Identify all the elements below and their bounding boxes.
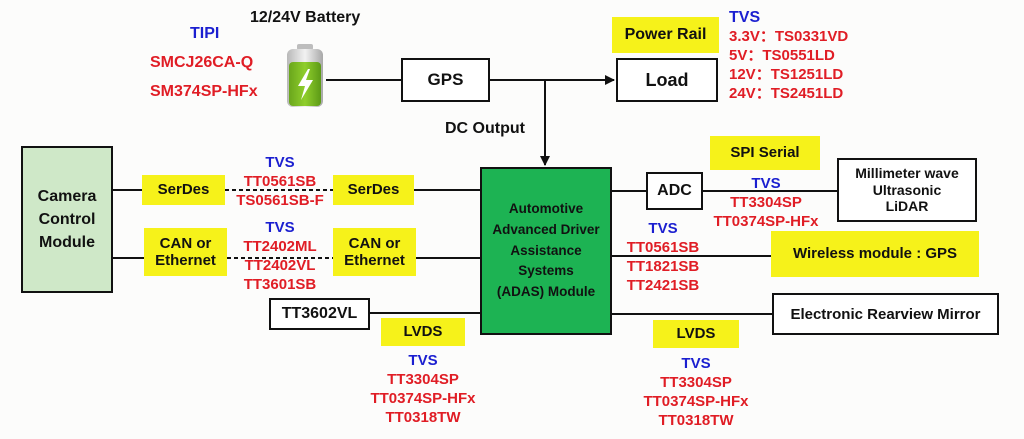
tag-line: CAN or <box>348 234 401 252</box>
tag-line: Ethernet <box>155 252 216 269</box>
tvs-title: TVS <box>265 154 295 171</box>
adc-box: ADC <box>646 172 703 210</box>
tvs-part: TT0561SB <box>626 239 700 256</box>
adas-line: Advanced Driver <box>492 221 600 237</box>
tvs-part: TT2402ML <box>243 238 317 255</box>
spi-serial-tag: SPI Serial <box>710 136 820 170</box>
power-rail-tag: Power Rail <box>612 17 719 53</box>
tipi-title: TIPI <box>190 25 220 42</box>
tvs-part: TT1821SB <box>626 258 700 275</box>
battery-part: SM374SP-HFx <box>150 83 258 100</box>
tvs-part: TT3304SP <box>387 371 459 388</box>
tt3602vl-box: TT3602VL <box>269 298 370 330</box>
sensor-line: Ultrasonic <box>872 181 942 198</box>
can-left-tag: CAN or Ethernet <box>144 228 227 276</box>
adas-line: Assistance Systems <box>510 242 582 279</box>
load-box: Load <box>616 58 718 102</box>
dc-output-label: DC Output <box>445 120 525 137</box>
tvs-part: 5V：TS0551LD <box>729 47 835 64</box>
tvs-part: 24V：TS2451LD <box>729 85 844 102</box>
can-tvs-list: TVS TT2402ML TT2402VL TT3601SB <box>226 218 334 294</box>
tvs-title: TVS <box>729 9 761 26</box>
mirror-tvs-list: TVS TT3304SP TT0374SP-HFx TT0318TW <box>632 354 760 430</box>
adas-line: Automotive <box>508 200 584 216</box>
tvs-part: TT0561SB <box>243 173 317 190</box>
tvs-title: TVS <box>681 355 711 372</box>
wireless-tvs-list: TVS TT0561SB TT1821SB TT2421SB <box>618 219 708 295</box>
serdes-left-tag: SerDes <box>142 175 225 205</box>
lvds-left-tvs-list: TVS TT3304SP TT0374SP-HFx TT0318TW <box>360 351 486 427</box>
tvs-part: 12V：TS1251LD <box>729 66 844 83</box>
adas-line: (ADAS) Module <box>496 284 596 300</box>
lvds-left-tag: LVDS <box>381 318 465 346</box>
tvs-title: TVS <box>648 220 678 237</box>
tag-line: Ethernet <box>344 252 405 269</box>
tag-line: CAN or <box>159 234 212 252</box>
power-rail-tvs-list: TVS 3.3V：TS0331VD 5V：TS0551LD 12V：TS1251… <box>729 8 848 103</box>
adas-module: Automotive Advanced Driver Assistance Sy… <box>480 167 612 335</box>
tvs-part: TT3304SP <box>730 194 802 211</box>
battery-part: SMCJ26CA-Q <box>150 54 254 71</box>
tvs-part: TS0561SB-F <box>236 192 324 209</box>
serdes-tvs-list: TVS TT0561SB TS0561SB-F <box>226 153 334 210</box>
serdes-right-tag: SerDes <box>333 175 414 205</box>
lvds-right-tag: LVDS <box>653 320 739 348</box>
tvs-part: TT0318TW <box>658 412 734 429</box>
tvs-part: TT0374SP-HFx <box>370 390 476 407</box>
sensor-line: Millimeter wave <box>855 164 959 181</box>
tvs-part: TT2402VL <box>244 257 316 274</box>
rearview-mirror-box: Electronic Rearview Mirror <box>772 293 999 335</box>
adc-tvs-list: TVS TT3304SP TT0374SP-HFx <box>702 174 830 231</box>
tvs-part: 3.3V：TS0331VD <box>729 28 849 45</box>
tvs-title: TVS <box>408 352 438 369</box>
gps-box: GPS <box>401 58 490 102</box>
camera-line: Module <box>39 234 95 252</box>
tvs-part: TT0318TW <box>385 409 461 426</box>
tvs-title: TVS <box>751 175 781 192</box>
sensor-line: LiDAR <box>885 198 929 215</box>
battery-charging-icon <box>283 42 327 110</box>
camera-control-module: Camera Control Module <box>21 146 113 293</box>
tvs-part: TT3601SB <box>243 276 317 293</box>
tvs-part: TT3304SP <box>660 374 732 391</box>
tvs-title: TVS <box>265 219 295 236</box>
wireless-gps-tag: Wireless module : GPS <box>771 231 979 277</box>
tvs-part: TT0374SP-HFx <box>643 393 749 410</box>
can-right-tag: CAN or Ethernet <box>333 228 416 276</box>
tvs-part: TT0374SP-HFx <box>713 213 819 230</box>
battery-label: 12/24V Battery <box>250 9 361 26</box>
camera-line: Camera <box>37 187 97 205</box>
tvs-part: TT2421SB <box>626 277 700 294</box>
sensor-box: Millimeter wave Ultrasonic LiDAR <box>837 158 977 222</box>
camera-line: Control <box>38 210 96 228</box>
